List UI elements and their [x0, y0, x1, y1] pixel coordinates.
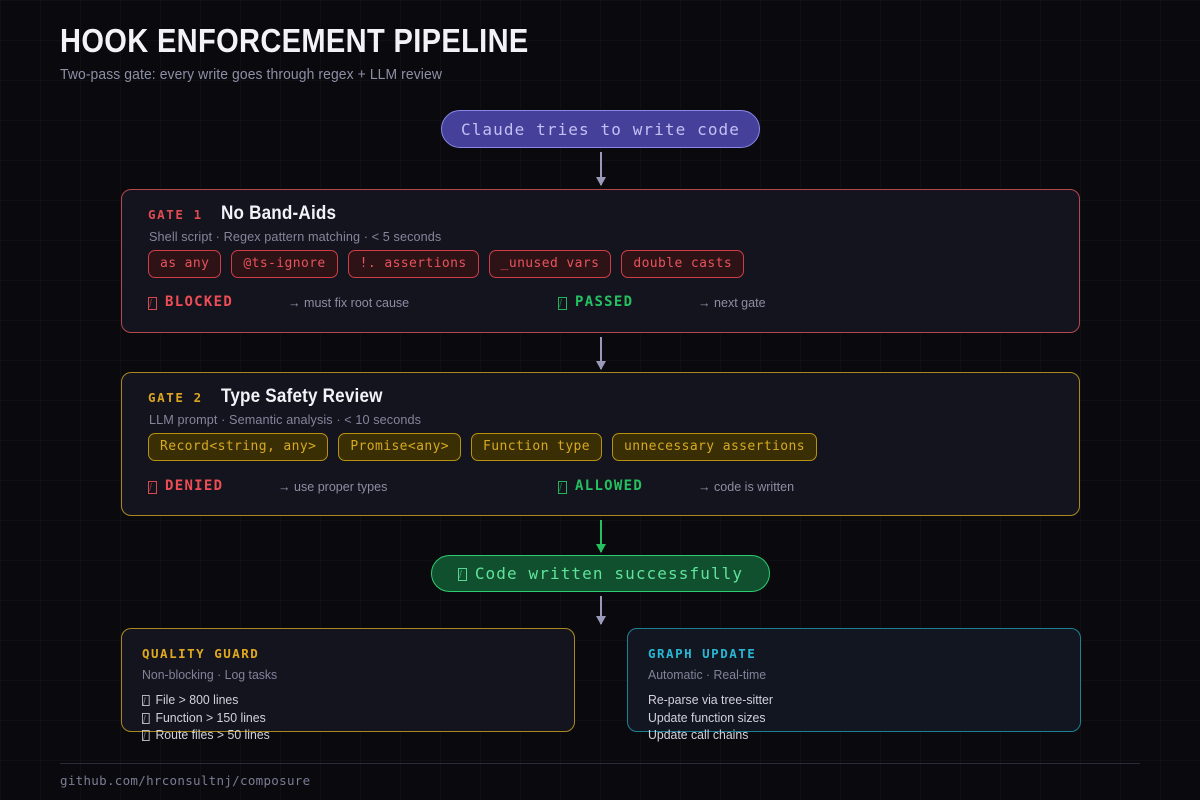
gate-2-chips: Record<string, any> Promise<any> Functio…: [148, 433, 817, 461]
card-graph-update: GRAPH UPDATE Automatic · Real-time Re-pa…: [627, 628, 1081, 742]
gate-2-pass-label: ALLOWED: [558, 478, 643, 494]
success-node-label: Code written successfully: [474, 564, 744, 583]
connector-start-to-gate1: [596, 152, 606, 186]
page-title: HOOK ENFORCEMENT PIPELINE: [60, 22, 529, 59]
gate-1-content: GATE 1 No Band-Aids Shell script · Regex…: [121, 189, 1080, 333]
footer-url: github.com/hrconsultnj/composure: [60, 773, 311, 788]
gate-2-pass-note: → code is written: [698, 478, 795, 494]
missing-glyph-box-icon: [558, 296, 567, 310]
list-item: File > 800 lines: [142, 691, 538, 709]
connector-gate2-to-success: [596, 520, 606, 553]
success-node: Code written successfully: [431, 555, 770, 592]
gate-2-chip: unnecessary assertions: [612, 433, 817, 461]
gate-1-chips: as any @ts-ignore !. assertions _unused …: [148, 250, 745, 278]
missing-glyph-box-icon: [558, 480, 567, 494]
gate-1-tag: GATE 1: [148, 207, 203, 222]
gate-1-chip: !. assertions: [347, 250, 479, 278]
card-graph-update-meta: Automatic · Real-time: [648, 667, 767, 682]
gate-2-outcomes: DENIED → use proper types ALLOWED → code…: [148, 478, 799, 494]
list-item: Update call chains: [648, 727, 749, 742]
start-node: Claude tries to write code: [441, 110, 760, 148]
gate-1-chip: _unused vars: [488, 250, 612, 278]
missing-glyph-box-icon: [457, 568, 467, 581]
start-node-label: Claude tries to write code: [460, 119, 741, 139]
page-subtitle: Two-pass gate: every write goes through …: [60, 66, 442, 83]
gate-1-pass-outcome: PASSED: [558, 294, 698, 310]
missing-glyph-box-icon: [148, 480, 157, 494]
card-quality-guard-list: File > 800 lines Function > 150 lines Ro…: [142, 691, 554, 744]
gate-1-heading: GATE 1 No Band-Aids: [148, 203, 349, 225]
gate-2-name: Type Safety Review: [220, 386, 383, 407]
gate-2-chip: Function type: [471, 433, 602, 461]
header: HOOK ENFORCEMENT PIPELINE Two-pass gate:…: [60, 22, 593, 83]
missing-glyph-box-icon: [142, 730, 150, 742]
gate-2-fail-label: DENIED: [148, 478, 223, 494]
gate-2-pass-outcome: ALLOWED: [558, 478, 698, 494]
gate-1-chip: double casts: [621, 250, 745, 278]
card-quality-guard: QUALITY GUARD Non-blocking · Log tasks F…: [121, 628, 575, 742]
footer-divider: [60, 763, 1140, 764]
gate-2-meta: LLM prompt · Semantic analysis · < 10 se…: [149, 412, 422, 427]
list-item: Re-parse via tree-sitter: [648, 692, 773, 707]
gate-2-fail-outcome: DENIED: [148, 478, 278, 494]
gate-1-pass-label: PASSED: [558, 294, 633, 310]
gate-2-tag: GATE 2: [148, 390, 203, 405]
gate-2-heading: GATE 2 Type Safety Review: [148, 386, 400, 408]
card-graph-update-list: Re-parse via tree-sitter Update function…: [648, 691, 1060, 744]
gate-1-outcomes: BLOCKED → must fix root cause PASSED → n…: [148, 294, 769, 310]
card-quality-guard-meta: Non-blocking · Log tasks: [142, 667, 278, 682]
missing-glyph-box-icon: [142, 695, 150, 707]
gate-2-chip: Record<string, any>: [148, 433, 329, 461]
connector-success-to-cards: [596, 596, 606, 625]
card-graph-update-title: GRAPH UPDATE: [648, 646, 757, 661]
gate-2-fail-note: → use proper types: [278, 478, 388, 494]
missing-glyph-box-icon: [148, 296, 157, 310]
gate-1-name: No Band-Aids: [220, 203, 336, 224]
list-item: Route files > 50 lines: [142, 726, 538, 744]
gate-1-fail-outcome: BLOCKED: [148, 294, 288, 310]
gate-1-chip: as any: [148, 250, 222, 278]
connector-gate1-to-gate2: [596, 337, 606, 370]
gate-1-meta: Shell script · Regex pattern matching · …: [149, 229, 442, 244]
gate-1-chip: @ts-ignore: [231, 250, 338, 278]
missing-glyph-box-icon: [142, 712, 150, 724]
list-item: Update function sizes: [648, 709, 766, 725]
card-quality-guard-title: QUALITY GUARD: [142, 646, 260, 661]
gate-1-fail-note: → must fix root cause: [288, 294, 410, 310]
gate-1-pass-note: → next gate: [698, 294, 766, 310]
gate-2-chip: Promise<any>: [338, 433, 462, 461]
gate-2-content: GATE 2 Type Safety Review LLM prompt · S…: [121, 372, 1080, 516]
list-item: Function > 150 lines: [142, 709, 538, 727]
gate-1-fail-label: BLOCKED: [148, 294, 233, 310]
